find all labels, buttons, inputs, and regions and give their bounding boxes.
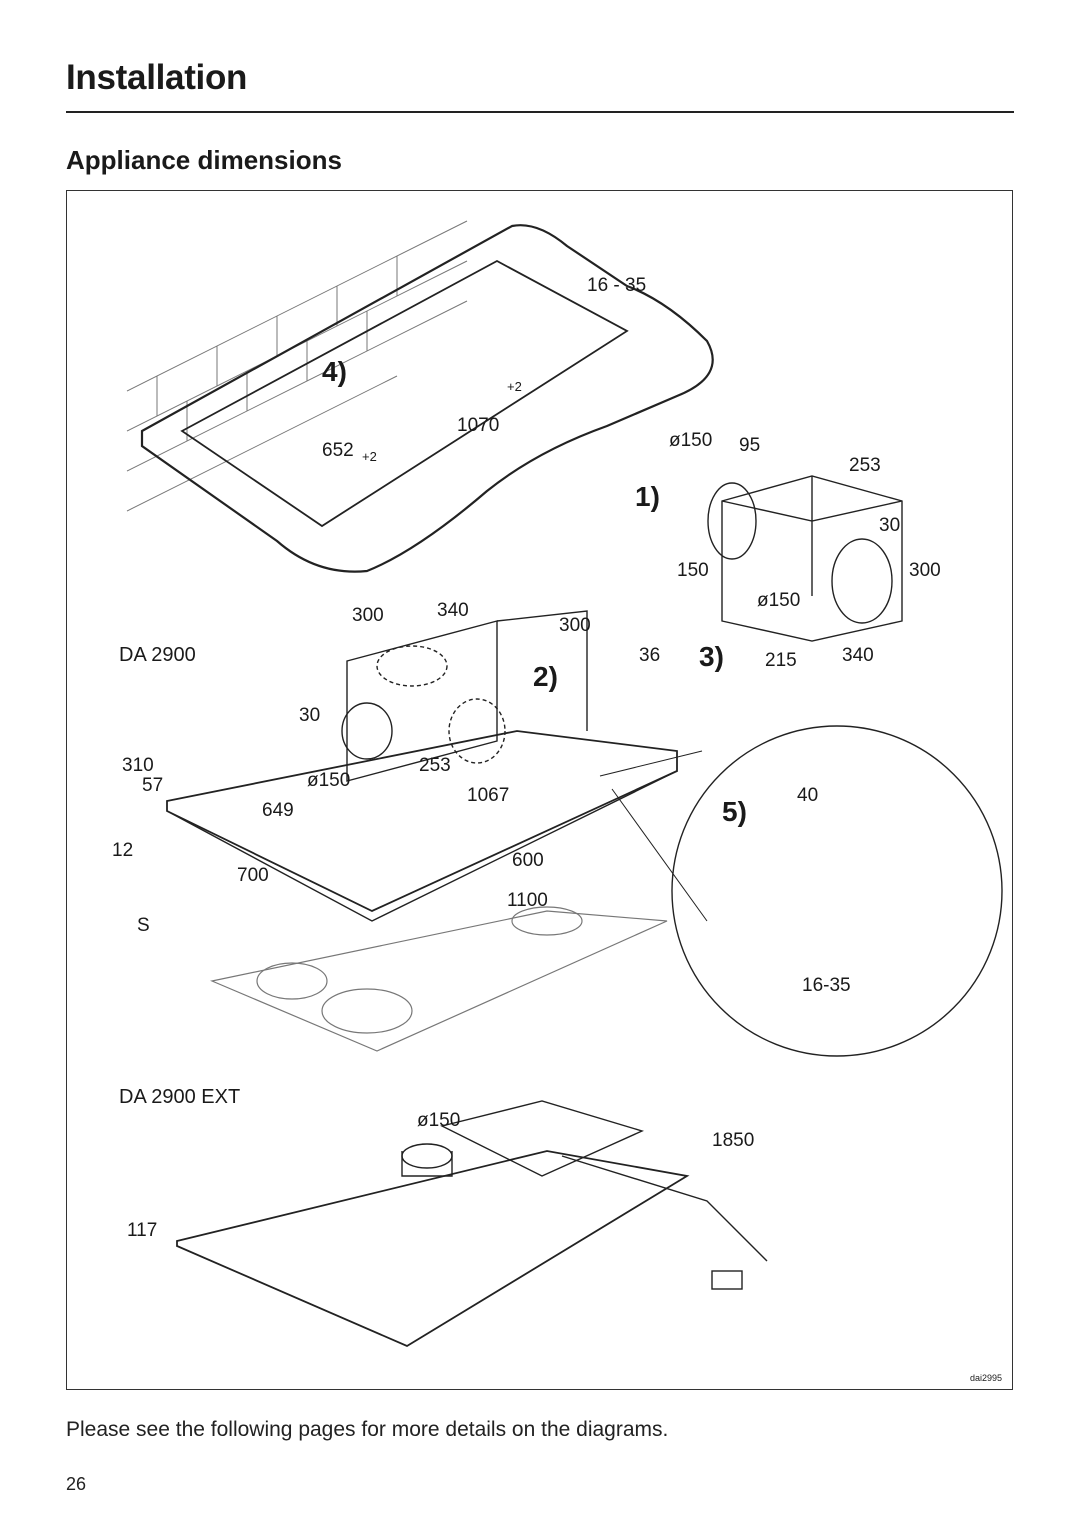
dim-frame-gap: 16 - 35 xyxy=(587,275,646,296)
dim-fan-215: 215 xyxy=(765,650,797,671)
dim-ext-dia: ø150 xyxy=(417,1110,460,1131)
dim-hood-30: 30 xyxy=(299,705,320,726)
dim-hood-600: 600 xyxy=(512,850,544,871)
step-5-label: 5) xyxy=(722,796,747,827)
section-title: Installation xyxy=(66,58,248,97)
step-3-label: 3) xyxy=(699,641,724,672)
dim-fan-150: 150 xyxy=(677,560,709,581)
dim-detail-40: 40 xyxy=(797,785,818,806)
header-rule xyxy=(66,111,1014,113)
step-4-label: 4) xyxy=(322,356,347,387)
dim-hood-12: 12 xyxy=(112,840,133,861)
dim-fan-dia-side: ø150 xyxy=(757,590,800,611)
detail-circle xyxy=(671,725,1003,1057)
dim-hood-649: 649 xyxy=(262,800,294,821)
hood-da2900ext xyxy=(176,1100,768,1348)
hood-da2900 xyxy=(166,610,678,922)
step-1-label: 1) xyxy=(635,481,660,512)
dim-fan-300: 300 xyxy=(909,560,941,581)
dim-ext-1850: 1850 xyxy=(712,1130,754,1151)
dim-frame-depth-tol: +2 xyxy=(362,449,377,464)
dim-hood-300a: 300 xyxy=(352,605,384,626)
dim-detail-gap: 16-35 xyxy=(802,975,851,996)
dim-fan-340: 340 xyxy=(842,645,874,666)
figure-code: dai2995 xyxy=(970,1373,1002,1383)
dim-hood-310: 310 xyxy=(122,755,154,776)
mounting-frame xyxy=(140,224,714,573)
dim-hood-340: 340 xyxy=(437,600,469,621)
dim-frame-width-tol: +2 xyxy=(507,379,522,394)
dim-hood-300b: 300 xyxy=(559,615,591,636)
model-da2900-label: DA 2900 xyxy=(119,644,196,666)
dim-fan-95: 95 xyxy=(739,435,760,456)
dim-hood-1067: 1067 xyxy=(467,785,509,806)
model-da2900ext-label: DA 2900 EXT xyxy=(119,1086,240,1108)
fan-box xyxy=(707,475,903,642)
dimension-diagram: 1) 2) 3) 4) 5) DA 2900 DA 2900 EXT 16 - … xyxy=(112,220,1003,1383)
dimension-diagram-frame: 1) 2) 3) 4) 5) DA 2900 DA 2900 EXT 16 - … xyxy=(66,190,1013,1390)
dim-frame-width: 1070 xyxy=(457,415,499,436)
dim-frame-depth: 652 xyxy=(322,440,354,461)
brick-wall xyxy=(126,220,468,512)
subsection-title: Appliance dimensions xyxy=(66,145,342,175)
dim-hood-s: S xyxy=(137,915,150,936)
page-number: 26 xyxy=(66,1474,87,1494)
dim-hood-36: 36 xyxy=(639,645,660,666)
dim-hood-1100: 1100 xyxy=(507,890,548,911)
dim-hood-700: 700 xyxy=(237,865,269,886)
dim-ext-117: 117 xyxy=(127,1220,157,1241)
dim-fan-dia-top: ø150 xyxy=(669,430,712,451)
dim-hood-253: 253 xyxy=(419,755,451,776)
cooktop xyxy=(210,906,668,1052)
dim-fan-253: 253 xyxy=(849,455,881,476)
diagram-caption: Please see the following pages for more … xyxy=(66,1418,669,1441)
dim-fan-30: 30 xyxy=(879,515,900,536)
step-2-label: 2) xyxy=(533,661,558,692)
dim-hood-dia: ø150 xyxy=(307,770,350,791)
dim-hood-57: 57 xyxy=(142,775,163,796)
